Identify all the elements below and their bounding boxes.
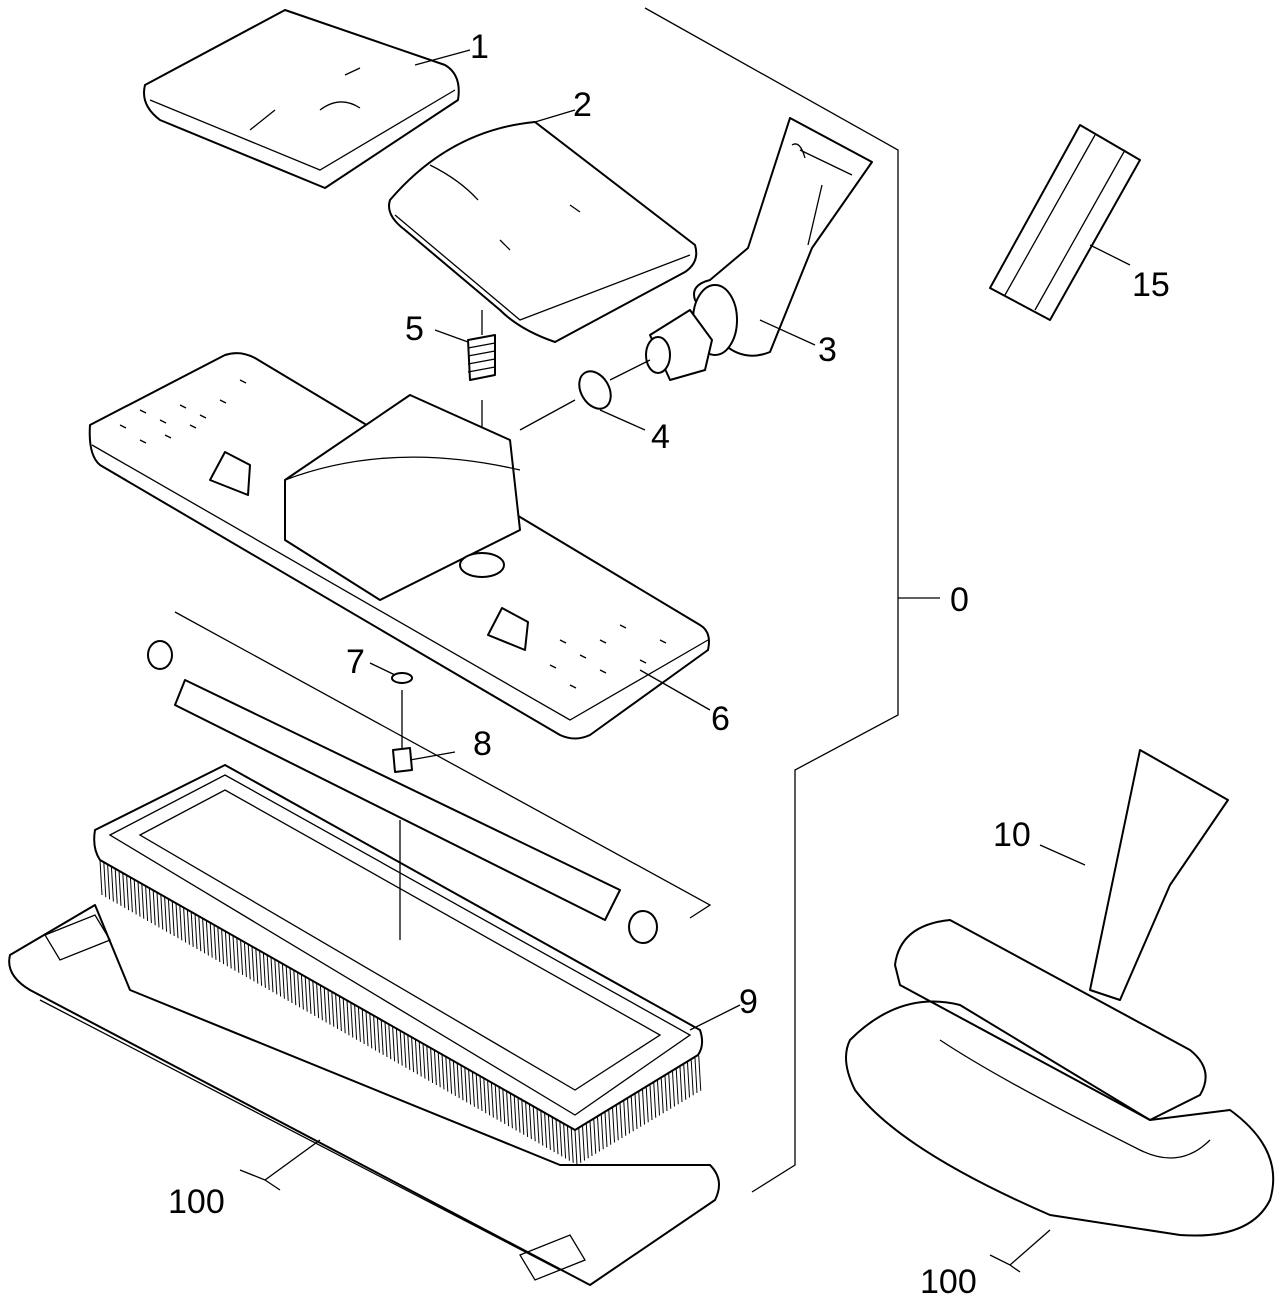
callout-3: 3 [818,331,837,369]
part-8-distributor-tube [147,611,712,944]
callout-15: 15 [1132,266,1170,304]
part-9-floor-brush [93,764,741,1166]
part-100-cloth-left [8,904,720,1286]
callout-100-right: 100 [920,1263,977,1301]
callout-5: 5 [405,310,424,348]
part-100-cloth-right [845,1000,1275,1273]
callout-10: 10 [993,816,1031,854]
part-1-cover-pad [143,9,471,189]
callout-0: 0 [950,581,969,619]
callout-8: 8 [473,725,492,763]
part-3-adapter [609,117,873,381]
part-7-seal [369,662,413,750]
callout-4: 4 [651,418,670,456]
callout-2: 2 [573,86,592,124]
part-2-cover [388,109,698,343]
callout-1: 1 [470,28,489,66]
part-4-o-ring [578,370,646,431]
assembly-bracket-0 [644,7,940,1193]
callout-6: 6 [711,700,730,738]
callout-9: 9 [739,983,758,1021]
brush-bristles [99,859,702,1166]
part-6-base-plate [88,352,711,740]
callout-100-left: 100 [168,1183,225,1221]
part-10-hand-brush [894,749,1229,1121]
callout-7: 7 [346,643,365,681]
part-15-insert [989,124,1141,321]
